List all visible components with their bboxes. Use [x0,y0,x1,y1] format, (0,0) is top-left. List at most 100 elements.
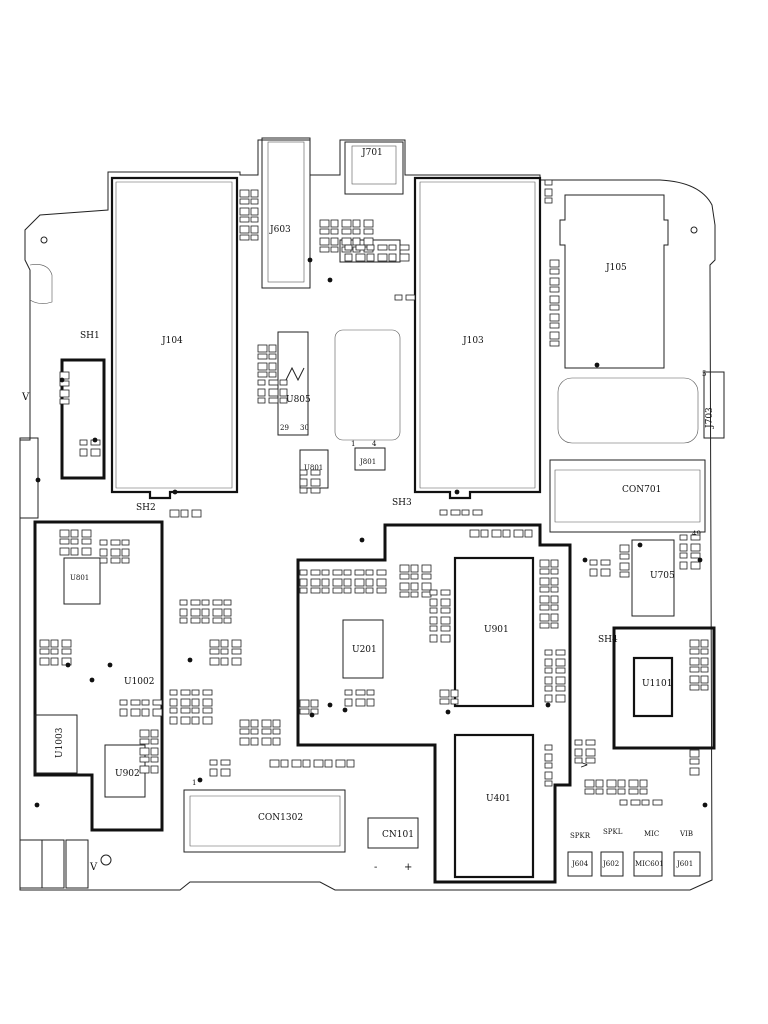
left-side-connector [19,437,39,519]
smd-component [700,657,709,666]
smd-component [299,487,308,494]
smd-component [319,228,330,235]
smd-component [377,253,388,262]
smd-component [365,587,374,594]
smd-component [310,469,321,476]
smd-component [679,543,688,552]
j103-label: J103 [462,336,484,346]
smd-component [440,607,451,614]
smd-component [617,779,626,788]
smd-component [239,198,250,205]
smd-component [250,737,259,746]
smd-component [61,648,72,655]
smd-component [190,608,201,617]
smd-component [50,648,59,655]
smd-component [549,286,560,293]
smd-component [377,244,388,251]
smd-component [421,564,432,573]
smd-component [250,728,259,735]
smd-component [539,577,550,586]
smd-component [606,788,617,795]
smd-component [343,569,352,576]
u1003-chip: U1003 [34,714,78,774]
j603-label: J603 [269,225,291,235]
smd-component [141,699,150,706]
smd-component [59,380,70,387]
test-point [309,712,315,718]
smd-component [574,748,583,757]
smd-component [79,439,88,446]
smd-component [299,578,308,587]
smd-component [440,589,451,596]
smd-component [110,548,121,557]
smd-component [689,684,700,691]
smd-component [310,708,319,715]
u705-chip: U705 [631,539,675,617]
smd-component [450,689,459,698]
smd-component [689,648,700,655]
smd-component [585,739,596,746]
smd-component [399,564,410,573]
cpu-footprint [334,329,401,441]
j701-label: J701 [361,148,383,158]
j703-connector: J703 5 [702,370,725,439]
smd-component [544,780,553,787]
smd-component [250,234,259,241]
smd-component [539,604,550,611]
j801-label: J801 [359,458,376,466]
smd-component [429,625,438,632]
smd-component [584,779,595,788]
smd-component [201,617,210,624]
smd-component [555,694,566,703]
smd-component [341,219,352,228]
smd-component [549,304,560,311]
smd-component [257,371,268,378]
smd-component [139,738,150,745]
smd-component [405,294,416,301]
smd-component [388,244,397,251]
smd-component [630,799,641,806]
smd-component [169,698,178,707]
smd-component [212,617,223,624]
test-point [359,537,365,543]
smd-component [388,253,397,262]
smd-component [220,639,229,648]
smd-component [689,758,700,765]
smd-component [319,219,330,228]
test-point [197,777,203,783]
smd-component [299,587,308,594]
bottom-v-marker: V [89,862,98,873]
smd-component [191,689,200,696]
u805-pin30: 30 [300,424,309,432]
smd-component [343,578,352,587]
smd-component [544,753,553,762]
smd-component [689,767,700,776]
smd-component [399,244,410,251]
j105-connector: J105 [559,194,669,369]
smd-component [619,571,630,578]
smd-component [689,675,700,684]
tray-area [557,377,699,444]
smd-component [310,587,321,594]
test-point [92,437,98,443]
smd-component [50,639,59,648]
smd-component [679,534,688,541]
test-point [445,709,451,715]
smd-component [257,362,268,371]
smd-component [59,389,70,398]
smd-component [469,529,480,538]
con701-pin49: 49 [692,530,701,538]
smd-component [376,569,387,576]
smd-component [299,699,310,708]
smd-component [169,689,178,696]
smd-component [641,799,650,806]
smd-component [550,604,559,611]
smd-component [310,699,319,708]
j103-connector: J103 [413,176,542,500]
spkr-label: SPKR [570,832,591,840]
u901-chip: U901 [453,556,535,708]
smd-component [299,569,308,576]
smd-component [180,509,189,518]
smd-component [231,648,242,655]
smd-component [324,759,333,768]
